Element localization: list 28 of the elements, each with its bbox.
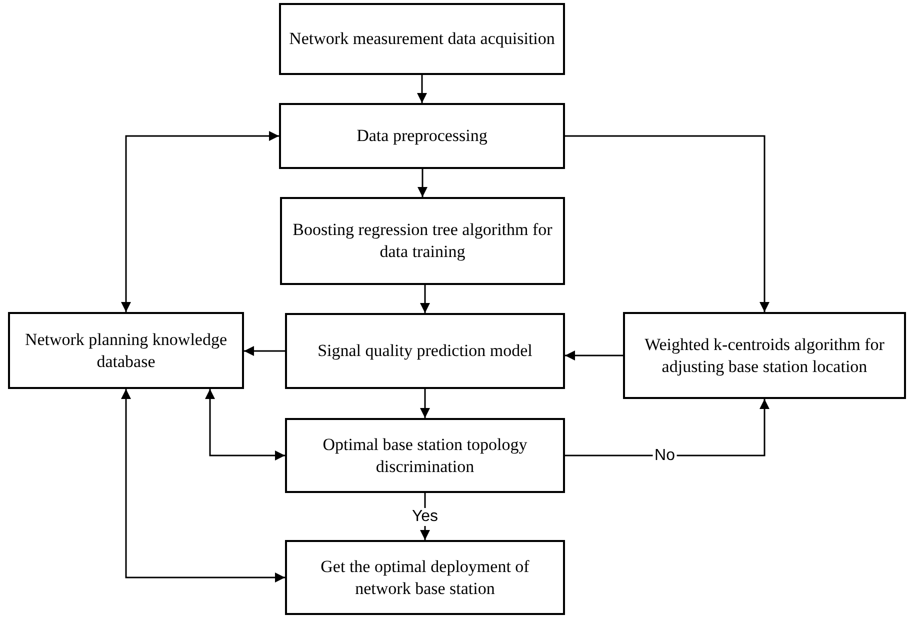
box-text: Data preprocessing	[356, 125, 488, 147]
process-box	[8, 312, 244, 389]
process-box	[279, 103, 565, 169]
edge-label: Yes	[410, 508, 440, 526]
process-box	[623, 312, 906, 399]
arrow	[418, 169, 428, 197]
process-box	[285, 540, 565, 615]
process-box	[279, 3, 565, 75]
box-text: Network measurement data acquisition	[289, 28, 555, 50]
box-text: Network planning knowledge database	[24, 328, 228, 372]
arrow	[121, 131, 279, 312]
arrow	[417, 75, 427, 103]
arrow	[121, 389, 285, 582]
box-text: Signal quality prediction model	[318, 340, 532, 362]
box-text: Get the optimal deployment of network base station	[320, 556, 530, 600]
arrow	[565, 135, 770, 312]
arrow	[565, 350, 623, 360]
arrow	[244, 346, 285, 356]
arrow	[205, 389, 285, 460]
arrow	[420, 389, 430, 418]
process-box	[280, 197, 565, 285]
arrow	[565, 399, 770, 456]
box-text: Boosting regression tree algorithm for data training	[292, 219, 554, 263]
process-box	[285, 313, 565, 389]
arrow	[420, 285, 430, 313]
box-text: Weighted k-centroids algorithm for adjusting base station location	[644, 334, 886, 378]
process-box	[285, 418, 565, 493]
box-text: Optimal base station topology discrimination	[322, 434, 528, 478]
